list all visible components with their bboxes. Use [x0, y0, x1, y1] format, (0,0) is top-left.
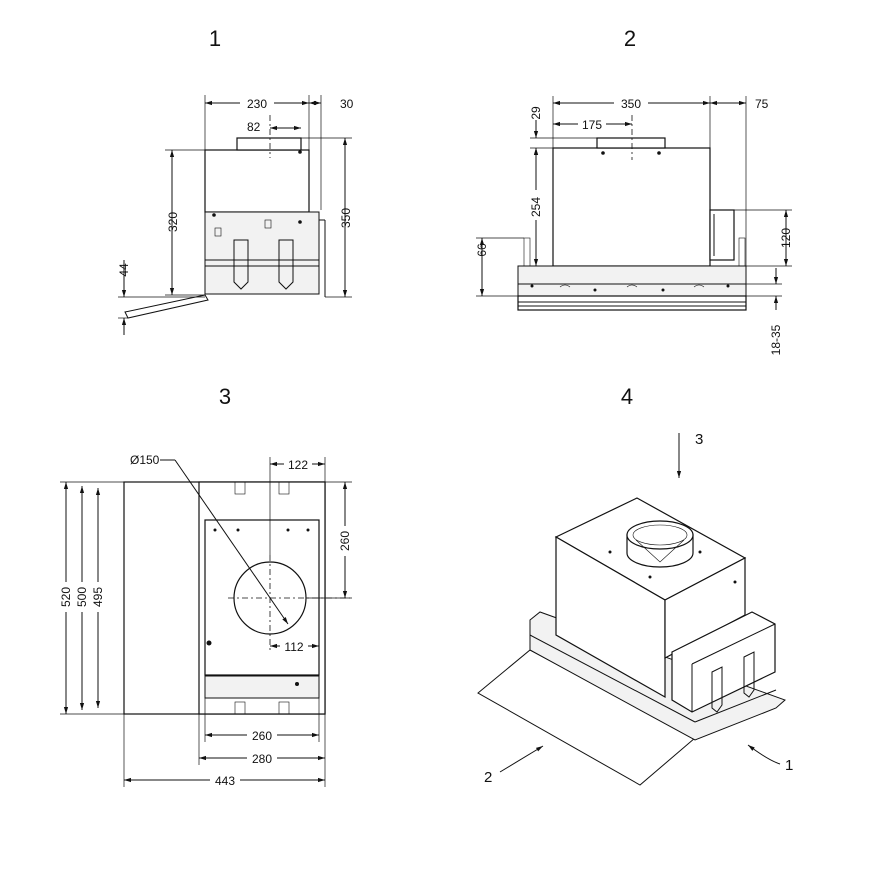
dim-outlet-82: 82: [247, 120, 261, 134]
dim-ceiling-18-35: 18-35: [769, 324, 783, 355]
hood-frame: [517, 265, 747, 297]
filter-strip: [204, 675, 320, 699]
hood-motor-box: [204, 149, 310, 213]
view-number-4: 4: [621, 384, 633, 409]
dim-side-30: 30: [340, 97, 354, 111]
callout-1: 1: [785, 757, 793, 774]
dim-width-443: 443: [215, 774, 235, 788]
callout-2: 2: [484, 769, 492, 786]
outlet-rim: [626, 520, 694, 550]
dim-width-230: 230: [247, 97, 267, 111]
dim-offset-75: 75: [755, 97, 769, 111]
hood-frame: [204, 211, 320, 295]
outlet-collar: [596, 137, 666, 149]
dim-height-520: 520: [59, 587, 73, 607]
dim-height-350: 350: [339, 208, 353, 228]
dim-offset-122: 122: [288, 458, 308, 472]
dim-height-500: 500: [75, 587, 89, 607]
outlet-collar: [236, 137, 302, 151]
dim-body-254: 254: [529, 197, 543, 217]
front-flap: [124, 294, 209, 319]
mounting-bracket-a: [233, 239, 249, 290]
lower-panel: [517, 295, 747, 311]
view-3-top: 3 Ø150 122 260 112: [59, 384, 352, 788]
dim-width-280: 280: [252, 752, 272, 766]
dim-height-320: 320: [166, 212, 180, 232]
dim-width-350: 350: [621, 97, 641, 111]
dim-flap-44: 44: [117, 263, 131, 277]
dim-width-260: 260: [252, 729, 272, 743]
mounting-bracket-b: [278, 239, 294, 290]
electrical-box: [671, 611, 776, 713]
callout-3: 3: [695, 431, 703, 448]
hood-motor-box: [552, 147, 711, 267]
view-4-isometric: 4 3 2 1: [477, 384, 793, 786]
view-number-2: 2: [624, 26, 636, 51]
view-number-1: 1: [209, 26, 221, 51]
dim-top-29: 29: [529, 106, 543, 120]
dim-height-495: 495: [91, 587, 105, 607]
view-2-front: 2 350 75 175: [475, 26, 793, 355]
dim-center-112: 112: [284, 640, 303, 654]
dim-half-175: 175: [582, 118, 602, 132]
dim-box-120: 120: [779, 228, 793, 248]
view-1-side: 1 230 30 82 320: [117, 26, 354, 335]
dim-offset-260: 260: [338, 531, 352, 551]
view-number-3: 3: [219, 384, 231, 409]
motor-box-front: [555, 535, 666, 699]
dim-frame-66: 66: [475, 243, 489, 257]
dim-diameter-150: Ø150: [130, 453, 160, 467]
